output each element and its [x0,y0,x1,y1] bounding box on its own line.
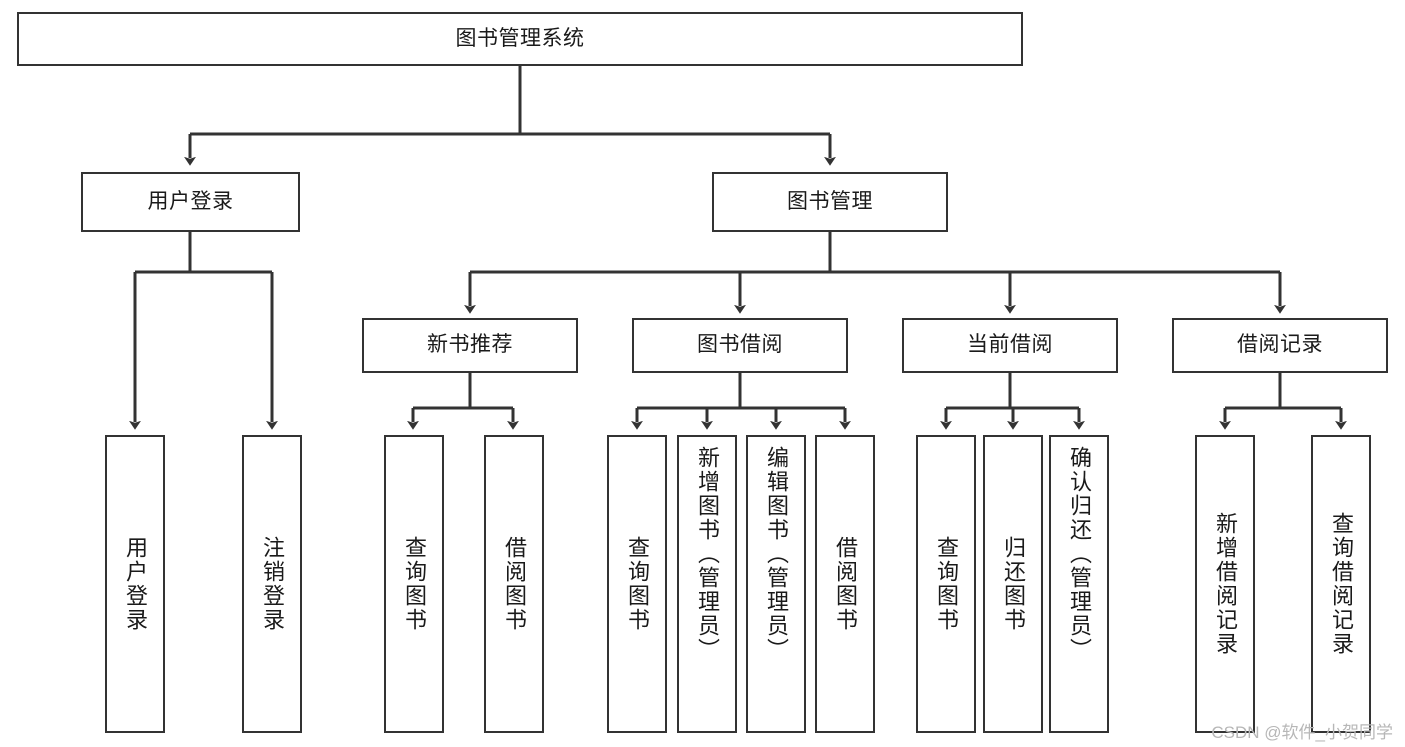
leaf-add-borrow-record[interactable]: 新增借阅记录 [1195,435,1255,733]
node-borrow-record[interactable]: 借阅记录 [1172,318,1388,373]
leaf-borrow-book-2[interactable]: 借阅图书 [815,435,875,733]
node-book-borrow-label: 图书借阅 [697,333,783,357]
leaf-add-book-label: 新增图书（管理员） [695,446,720,662]
leaf-query-book-3-label: 查询图书 [934,536,959,632]
node-new-book-recommend-label: 新书推荐 [427,333,513,357]
leaf-confirm-return-label: 确认归还（管理员） [1067,446,1092,662]
leaf-query-book-2-label: 查询图书 [625,536,650,632]
node-root-label: 图书管理系统 [455,26,585,50]
leaf-query-book-2[interactable]: 查询图书 [607,435,667,733]
leaf-return-book-label: 归还图书 [1001,536,1026,632]
leaf-query-borrow-record-label: 查询借阅记录 [1329,512,1354,656]
leaf-confirm-return[interactable]: 确认归还（管理员） [1049,435,1109,733]
leaf-query-book-1-label: 查询图书 [402,536,427,632]
leaf-user-login[interactable]: 用户登录 [105,435,165,733]
leaf-borrow-book-2-label: 借阅图书 [833,536,858,632]
node-book-borrow[interactable]: 图书借阅 [632,318,848,373]
leaf-query-borrow-record[interactable]: 查询借阅记录 [1311,435,1371,733]
leaf-borrow-book-1-label: 借阅图书 [502,536,527,632]
node-user-login-label: 用户登录 [147,189,234,213]
node-book-management[interactable]: 图书管理 [712,172,948,232]
leaf-query-book-1[interactable]: 查询图书 [384,435,444,733]
node-root[interactable]: 图书管理系统 [17,12,1023,66]
node-current-borrow[interactable]: 当前借阅 [902,318,1118,373]
leaf-logout-login-label: 注销登录 [260,536,285,632]
leaf-edit-book-label: 编辑图书（管理员） [764,446,789,662]
leaf-user-login-label: 用户登录 [123,536,148,632]
leaf-query-book-3[interactable]: 查询图书 [916,435,976,733]
node-new-book-recommend[interactable]: 新书推荐 [362,318,578,373]
leaf-logout-login[interactable]: 注销登录 [242,435,302,733]
leaf-return-book[interactable]: 归还图书 [983,435,1043,733]
leaf-add-borrow-record-label: 新增借阅记录 [1213,512,1238,656]
node-user-login[interactable]: 用户登录 [81,172,300,232]
leaf-borrow-book-1[interactable]: 借阅图书 [484,435,544,733]
leaf-add-book[interactable]: 新增图书（管理员） [677,435,737,733]
leaf-edit-book[interactable]: 编辑图书（管理员） [746,435,806,733]
node-borrow-record-label: 借阅记录 [1237,333,1323,357]
node-current-borrow-label: 当前借阅 [967,333,1053,357]
node-book-management-label: 图书管理 [787,189,873,213]
